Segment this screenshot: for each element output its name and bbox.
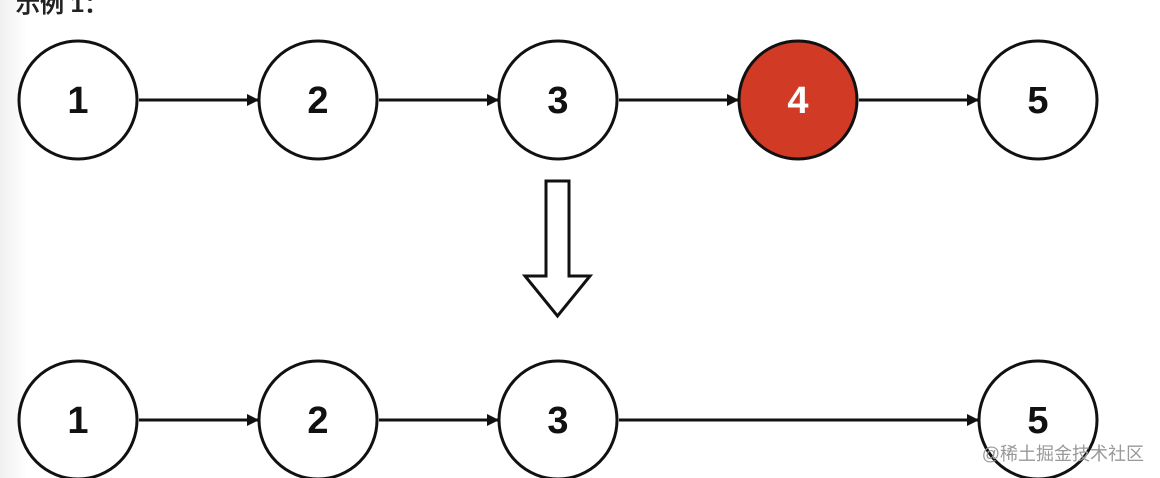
node-label: 2	[307, 400, 328, 442]
transform-down-arrow	[521, 179, 594, 319]
node-circle	[497, 39, 619, 161]
node-label: 5	[1027, 400, 1048, 442]
node-circle	[497, 359, 619, 478]
node-label: 2	[307, 80, 328, 122]
node-circle	[17, 39, 139, 161]
node-circle	[257, 39, 379, 161]
node-label: 4	[787, 80, 808, 122]
node-circle	[977, 39, 1099, 161]
bottom-node: 5	[977, 359, 1099, 478]
node-circle	[737, 39, 859, 161]
bottom-node: 1	[17, 359, 139, 478]
node-circle	[257, 359, 379, 478]
top-node: 1	[17, 39, 139, 161]
bottom-node: 2	[257, 359, 379, 478]
top-node: 5	[977, 39, 1099, 161]
node-circle	[17, 359, 139, 478]
node-label: 1	[67, 400, 88, 442]
caption: 示例 1：	[16, 0, 109, 18]
node-label: 3	[547, 80, 568, 122]
top-node: 2	[257, 39, 379, 161]
node-label: 3	[547, 400, 568, 442]
node-circle	[977, 359, 1099, 478]
top-node: 3	[497, 39, 619, 161]
top-node: 4	[737, 39, 859, 161]
node-label: 5	[1027, 80, 1048, 122]
bottom-node: 3	[497, 359, 619, 478]
watermark: @稀土掘金技术社区	[981, 444, 1144, 464]
node-label: 1	[67, 80, 88, 122]
